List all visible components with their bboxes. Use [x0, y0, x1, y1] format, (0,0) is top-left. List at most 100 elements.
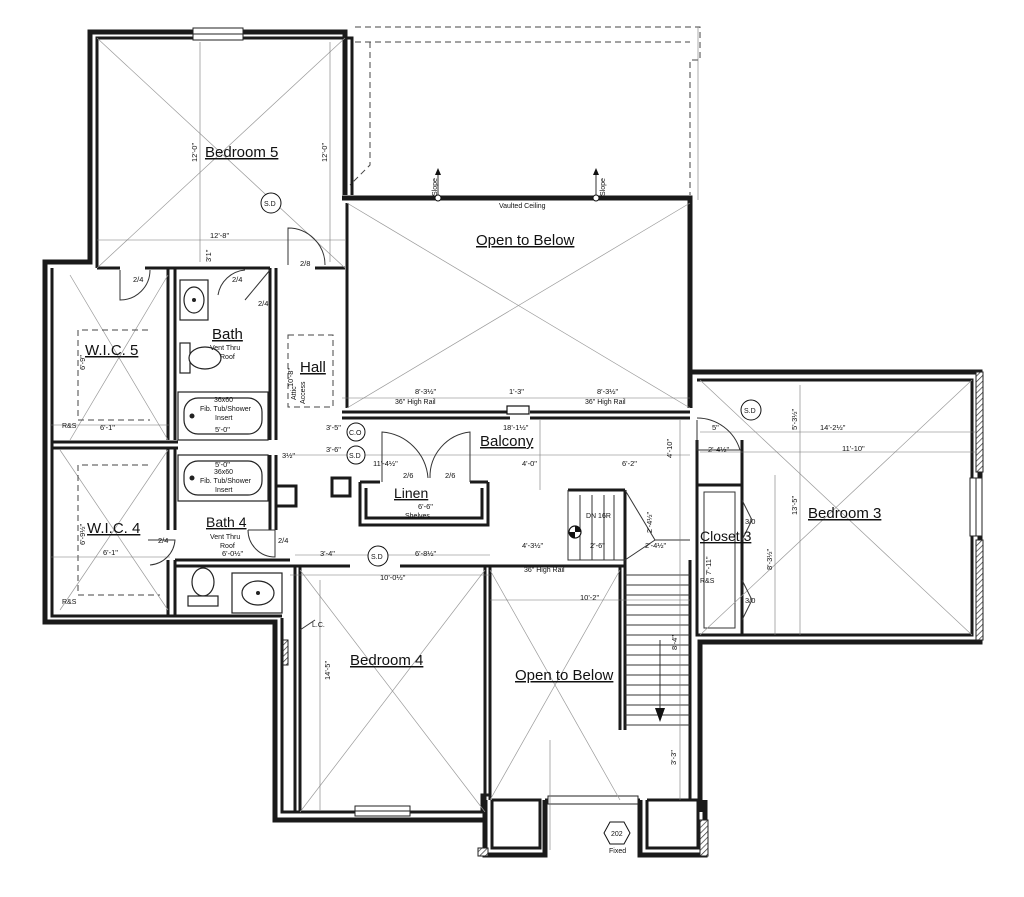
- note-tub1-a: 36x60: [214, 397, 233, 404]
- dim: 5'-3½": [790, 408, 799, 430]
- detectors: [260, 192, 762, 845]
- dim: 8'-3½": [597, 387, 619, 396]
- note-roof-2: Roof: [220, 543, 235, 550]
- note-tub1-b: Fib. Tub/Shower: [200, 406, 252, 413]
- slope-arrows: [434, 168, 600, 202]
- dim: 6'-9": [78, 355, 87, 370]
- dim: 3/0: [745, 596, 755, 605]
- note-tub2-a: 36x60: [214, 469, 233, 476]
- room-label-bedroom5: Bedroom 5: [205, 144, 278, 161]
- dim: 3½": [282, 451, 295, 460]
- dim: 8'-3½": [765, 548, 774, 570]
- note-dn: DN 16R: [586, 513, 611, 520]
- dim: 2/4: [133, 275, 143, 284]
- dim: 4'-3½": [522, 541, 544, 550]
- dim: 11'-4½": [373, 459, 398, 468]
- room-label-bedroom4: Bedroom 4: [350, 652, 423, 669]
- room-label-balcony: Balcony: [480, 433, 534, 450]
- room-diagonals: [59, 37, 973, 813]
- note-tub2-b: Fib. Tub/Shower: [200, 478, 252, 485]
- dim: 1'-3": [509, 387, 524, 396]
- dim: 3'1": [204, 249, 213, 262]
- sd-label-bedroom3: S.D: [744, 408, 756, 415]
- dim: 13'-5": [790, 496, 799, 515]
- dim: 2/6: [403, 471, 413, 480]
- note-fixed: Fixed: [609, 848, 626, 855]
- note-attic: Attic: [291, 386, 298, 400]
- dim: 3/0: [745, 517, 755, 526]
- wall-hatch-bottom-left: [477, 847, 489, 857]
- dim: 2/4: [158, 536, 168, 545]
- open-below-upper-outline: [349, 26, 701, 200]
- room-label-hall: Hall: [300, 359, 326, 376]
- dim: 12'-0": [190, 143, 199, 162]
- note-win-code: 202: [611, 831, 623, 838]
- note-slope-2: Slope: [600, 178, 607, 196]
- dim: 2/4: [278, 536, 288, 545]
- dim: 2'-6": [590, 541, 605, 550]
- note-shelves: Shelves: [405, 513, 430, 520]
- dim: 10'-8": [286, 368, 295, 387]
- dim: 6'-8½": [415, 549, 437, 558]
- dim: 8'-3½": [415, 387, 437, 396]
- dim: 6'-1": [100, 423, 115, 432]
- dim: 3'-6": [326, 445, 341, 454]
- dim: 14'-5": [323, 661, 332, 680]
- note-tub1-c: Insert: [215, 415, 233, 422]
- wall-hatch-right: [975, 371, 984, 473]
- dim: 2/6: [445, 471, 455, 480]
- dim: 6'-1": [103, 548, 118, 557]
- room-label-wic4: W.I.C. 4: [87, 520, 140, 537]
- dim: 10'-2": [580, 593, 599, 602]
- dim: 5'-0": [215, 460, 230, 469]
- dim: 10'-0½": [380, 573, 406, 582]
- room-label-linen: Linen: [394, 485, 428, 501]
- stairs: [567, 489, 690, 726]
- dim: 12'-0": [320, 143, 329, 162]
- room-label-open-below-top: Open to Below: [476, 232, 575, 249]
- dim: 4'-0": [522, 459, 537, 468]
- windows: [192, 27, 983, 817]
- room-label-closet3: Closet 3: [700, 528, 752, 544]
- dim: 12'-8": [210, 231, 229, 240]
- room-label-bath: Bath: [212, 326, 243, 343]
- interior-walls: [52, 266, 744, 812]
- sd-label-hall: S.D: [349, 453, 361, 460]
- wall-hatch-bottom-right: [699, 819, 709, 857]
- note-rs-3: R&S: [700, 578, 715, 585]
- dim: 18'-1½": [503, 423, 529, 432]
- sd-label-bedroom5: S.D: [264, 201, 276, 208]
- dim: 2'-4½": [645, 541, 667, 550]
- note-lc: L.C.: [312, 622, 325, 629]
- rail-post: [506, 405, 530, 415]
- note-slope-1: Slope: [432, 178, 439, 196]
- dim: 6'-2": [622, 459, 637, 468]
- dim: 2'-4½": [708, 445, 730, 454]
- note-roof-1: Roof: [220, 354, 235, 361]
- note-high-rail-2: 36" High Rail: [585, 399, 626, 406]
- dim: 7'-11": [704, 556, 713, 575]
- note-rs-1: R&S: [62, 423, 77, 430]
- dim: 2'-4½": [645, 511, 654, 533]
- note-vent-2: Vent Thru: [210, 534, 240, 541]
- note-high-rail-1: 36" High Rail: [395, 399, 436, 406]
- dim: 3'-5": [326, 423, 341, 432]
- dim: 2/4: [232, 275, 242, 284]
- dim: 3'-3": [669, 750, 678, 765]
- dim: 6'-6": [418, 502, 433, 511]
- wall-hatch-left-tick: [282, 639, 289, 666]
- dim: 6'-9½": [78, 523, 87, 545]
- co-label: C.O: [349, 430, 362, 437]
- note-rs-2: R&S: [62, 599, 77, 606]
- dim: 2/4: [258, 299, 268, 308]
- dim: 6'-0½": [222, 549, 244, 558]
- note-vent-1: Vent Thru: [210, 345, 240, 352]
- sd-label-bedroom4: S.D: [371, 554, 383, 561]
- doors: [119, 227, 753, 631]
- room-label-bedroom3: Bedroom 3: [808, 505, 881, 522]
- dim: 8'-4": [670, 635, 679, 650]
- note-high-rail-3: 36" High Rail: [524, 567, 565, 574]
- bath-fixtures: [177, 279, 283, 614]
- room-label-bath4: Bath 4: [206, 514, 247, 530]
